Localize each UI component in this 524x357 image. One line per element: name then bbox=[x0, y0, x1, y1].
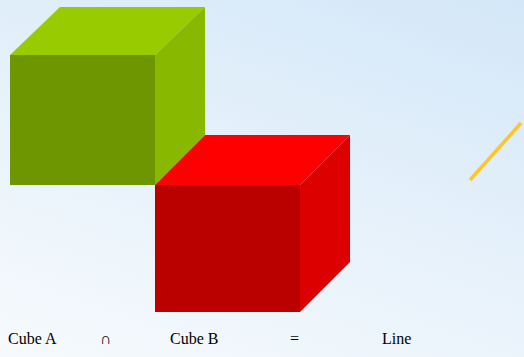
result-label: Line bbox=[382, 329, 411, 348]
intersection-line bbox=[470, 123, 521, 180]
cube-label: Cube B bbox=[170, 329, 218, 348]
red-cube bbox=[155, 135, 350, 312]
cube-side-face bbox=[300, 135, 350, 312]
green-cube bbox=[10, 7, 205, 185]
cube-front-face bbox=[155, 185, 300, 312]
operator-symbol: = bbox=[290, 329, 299, 348]
operator-symbol: ∩ bbox=[100, 329, 112, 348]
cube-front-face bbox=[10, 55, 155, 185]
cube-label: Cube A bbox=[8, 329, 56, 348]
